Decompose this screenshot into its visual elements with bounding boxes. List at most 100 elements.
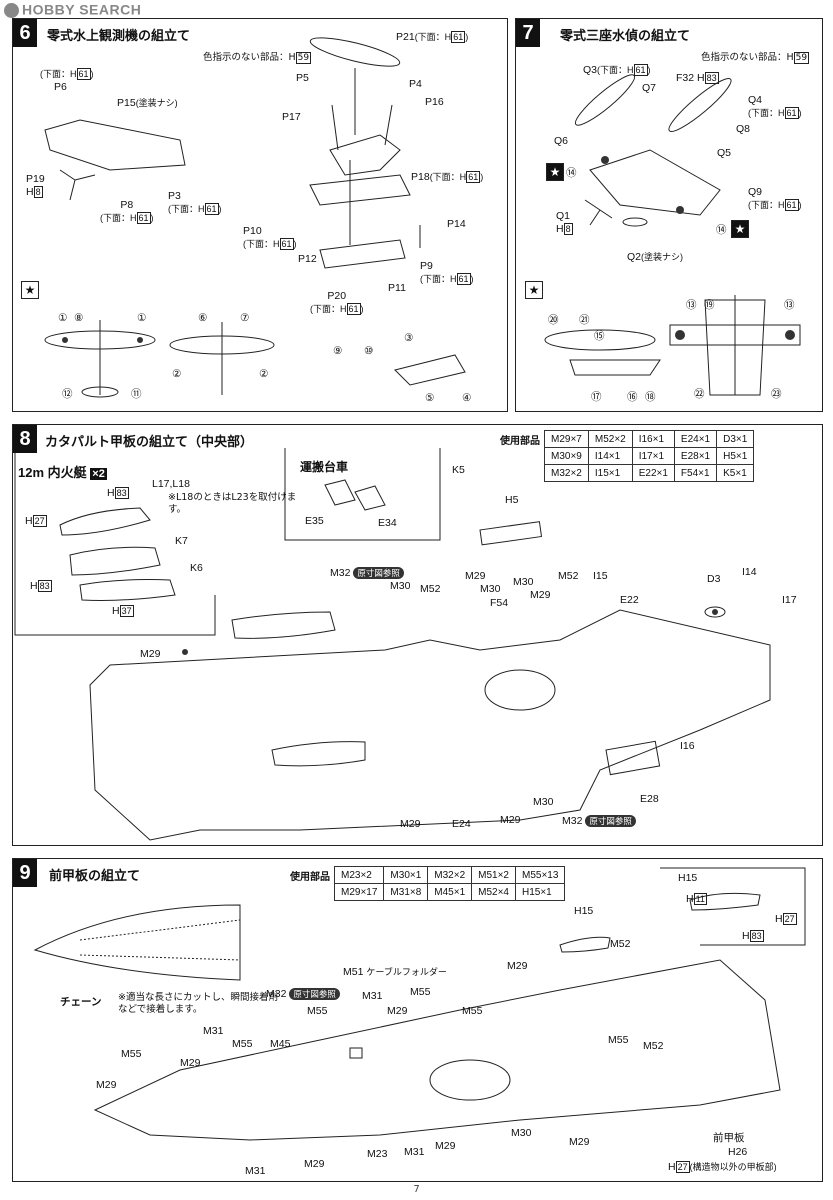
- decal-13a: ⑬: [686, 299, 697, 311]
- decal-22: ㉒: [694, 388, 705, 400]
- e28-part: [605, 740, 661, 776]
- parts-cell: K5×1: [716, 464, 755, 482]
- step9-title: 前甲板の組立て: [49, 869, 141, 884]
- label-q8: Q8: [736, 123, 751, 135]
- turntable: [484, 669, 556, 711]
- label-l17-l18: L17,L18: [152, 478, 190, 490]
- step6-number: 6: [13, 19, 37, 47]
- label-p11: P11: [388, 282, 406, 294]
- parts-cell: I16×1: [631, 430, 675, 448]
- decal-8: ⑧: [74, 312, 84, 324]
- decal-11: ⑪: [131, 388, 142, 400]
- label-m30-b: M30: [480, 583, 501, 595]
- step7-title: 零式三座水偵の組立て: [560, 29, 691, 44]
- parts-cell: M52×4: [471, 883, 516, 901]
- label-m52-top: M52: [610, 938, 631, 950]
- label-i16: I16: [680, 740, 695, 752]
- label-m29-a: M29: [465, 570, 486, 582]
- label-m55-e: M55: [121, 1048, 142, 1060]
- parts-cell: M23×2: [333, 866, 385, 884]
- decal-14a: ⑭: [566, 167, 577, 179]
- label-p15: P15(塗装ナシ): [117, 97, 178, 109]
- parts-cell: F54×1: [673, 464, 718, 482]
- p21-wing-drawing: [309, 37, 401, 67]
- label-m32: M32 原寸図参照: [266, 988, 340, 1000]
- parts-cell: I17×1: [631, 447, 675, 465]
- page-number: 7: [413, 1184, 420, 1195]
- label-m31-d: M31: [404, 1146, 425, 1158]
- p6-side-drawing: [44, 119, 186, 171]
- parts-cell: M55×13: [514, 866, 566, 884]
- label-m30: M30: [511, 1127, 532, 1139]
- label-q6: Q6: [554, 135, 569, 147]
- star-marker-icon: ★: [21, 281, 39, 299]
- label-p12: P12: [298, 253, 317, 265]
- parts-cell: I15×1: [587, 464, 633, 482]
- label-m51: M51 ケーブルフォルダー: [343, 966, 447, 978]
- label-e28: E28: [640, 793, 659, 805]
- boat-inset-title: 12m 内火艇 ×2: [18, 465, 107, 480]
- label-e34: E34: [378, 517, 397, 529]
- parts-cell: H5×1: [716, 447, 755, 465]
- label-bow-deck: 前甲板: [713, 1132, 745, 1144]
- label-q7: Q7: [642, 82, 657, 94]
- decal-10: ⑩: [364, 345, 374, 357]
- label-p6: P6: [54, 81, 67, 93]
- decal-16: ⑯: [627, 391, 638, 403]
- boat-note: ※L18のときはL23を取付けます。: [168, 492, 297, 515]
- label-h15: H15: [574, 905, 594, 917]
- decal-4: ④: [462, 392, 472, 404]
- parts-cell: E22×1: [631, 464, 675, 482]
- step8-panel: 8 カタパルト甲板の組立て（中央部）: [12, 424, 823, 846]
- parts-cell: M29×17: [333, 883, 385, 901]
- label-i15: I15: [593, 570, 608, 582]
- chain-note: ※適当な長さにカットし、瞬間接着剤などで接着します。: [118, 992, 278, 1015]
- step9-number: 9: [13, 859, 37, 887]
- label-m52-b: M52: [558, 570, 579, 582]
- star-decal-icon: ★: [731, 220, 749, 238]
- h5-part: [479, 521, 543, 546]
- parts-cell: E24×1: [673, 430, 718, 448]
- parts-cell: M52×2: [587, 430, 633, 448]
- label-m55-f: M55: [608, 1034, 629, 1046]
- label-h26: H26: [728, 1146, 748, 1158]
- label-k7: K7: [175, 535, 188, 547]
- decal-19: ⑲: [704, 299, 715, 311]
- decal-2a: ②: [172, 368, 182, 380]
- decal-18: ⑱: [645, 391, 656, 403]
- label-m29-e: M29: [500, 814, 521, 826]
- label-m55-d: M55: [232, 1038, 253, 1050]
- q-wing-drawing: [589, 149, 721, 216]
- label-m45: M45: [270, 1038, 291, 1050]
- parts-cell: M45×1: [427, 883, 473, 901]
- cart-inset-frame: [284, 448, 441, 541]
- decal-17: ⑰: [591, 391, 602, 403]
- hobby-search-logo-icon: [4, 2, 19, 18]
- parts-cell: M32×2: [427, 866, 473, 884]
- q-top-view-wing: [669, 324, 801, 346]
- h15-boat: [559, 936, 611, 953]
- step7-number: 7: [516, 19, 540, 47]
- label-p4: P4: [409, 78, 422, 90]
- parts-used-label: 使用部品: [500, 435, 540, 447]
- decal-1b: ①: [137, 312, 147, 324]
